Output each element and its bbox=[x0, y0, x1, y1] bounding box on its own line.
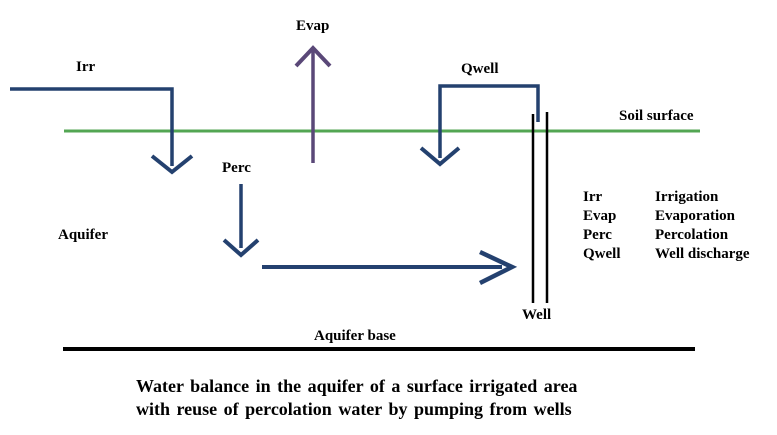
perc-arrow bbox=[222, 184, 260, 258]
legend-desc-qwell: Well discharge bbox=[655, 246, 750, 262]
label-perc: Perc bbox=[222, 160, 251, 176]
evap-arrowhead-icon bbox=[294, 45, 332, 68]
legend-desc-evap: Evaporation bbox=[655, 208, 736, 224]
label-evap: Evap bbox=[296, 18, 330, 34]
aquifer-flow-arrow bbox=[262, 249, 518, 286]
label-aquifer-base: Aquifer base bbox=[314, 328, 396, 344]
legend-desc-perc: Percolation bbox=[655, 227, 729, 243]
qwell-flow-arrow bbox=[419, 84, 540, 167]
legend-row-perc: Perc Percolation bbox=[583, 227, 750, 246]
caption-line-2: with reuse of percolation water by pumpi… bbox=[136, 399, 572, 419]
well-casing bbox=[531, 112, 549, 303]
legend: Irr Irrigation Evap Evaporation Perc Per… bbox=[583, 189, 750, 265]
label-irr: Irr bbox=[76, 59, 96, 75]
label-well: Well bbox=[522, 307, 552, 323]
caption: Water balance in the aquifer of a surfac… bbox=[136, 375, 577, 421]
legend-abbr-qwell: Qwell bbox=[583, 246, 621, 262]
aquifer-flow-arrowhead-icon bbox=[478, 249, 518, 286]
qwell-flow-line bbox=[438, 84, 540, 158]
label-soil-surface: Soil surface bbox=[619, 108, 694, 124]
legend-desc-irr: Irrigation bbox=[655, 189, 719, 205]
evap-arrow bbox=[294, 45, 332, 163]
label-qwell: Qwell bbox=[461, 61, 499, 77]
qwell-arrowhead-icon bbox=[419, 146, 461, 167]
legend-abbr-irr: Irr bbox=[583, 189, 603, 205]
legend-abbr-perc: Perc bbox=[583, 227, 612, 243]
irr-flow-arrow bbox=[10, 87, 194, 175]
legend-row-evap: Evap Evaporation bbox=[583, 208, 750, 227]
legend-row-irr: Irr Irrigation bbox=[583, 189, 750, 208]
caption-line-1: Water balance in the aquifer of a surfac… bbox=[136, 376, 578, 396]
irr-arrowhead-icon bbox=[150, 154, 194, 175]
legend-row-qwell: Qwell Well discharge bbox=[583, 246, 750, 265]
irr-flow-line bbox=[10, 87, 174, 166]
perc-arrowhead-icon bbox=[222, 238, 260, 258]
legend-abbr-evap: Evap bbox=[583, 208, 617, 224]
label-aquifer: Aquifer bbox=[58, 227, 108, 243]
